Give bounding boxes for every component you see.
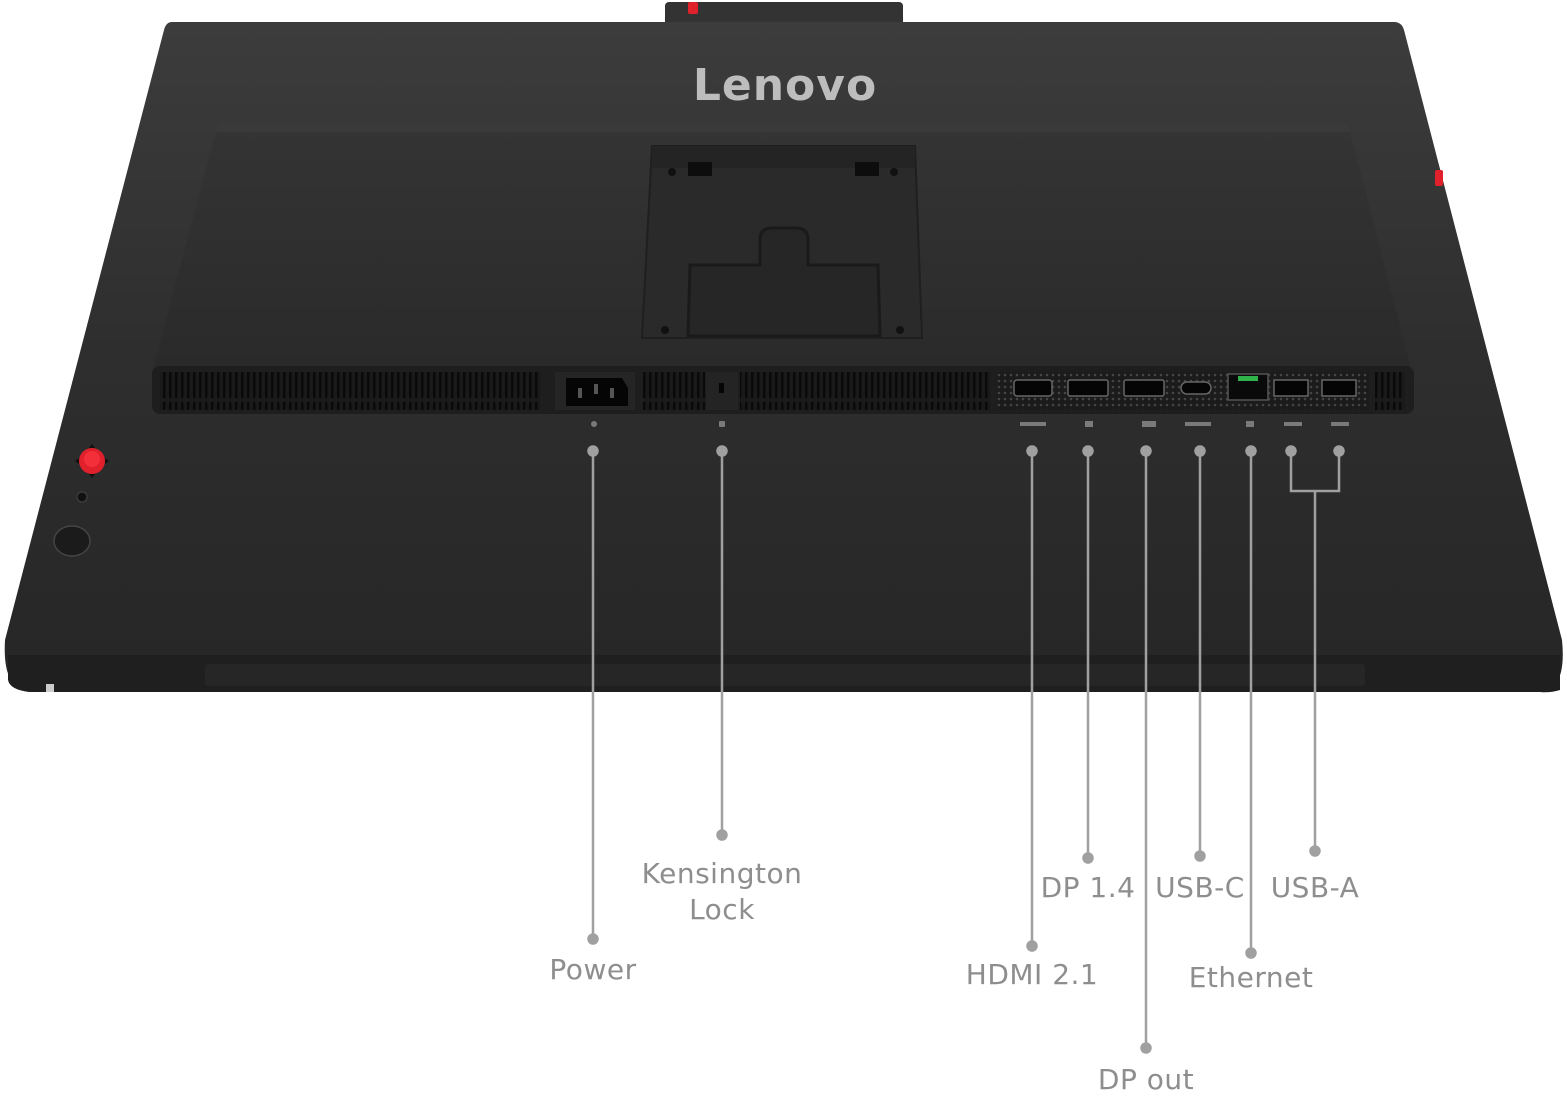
side-red-button	[1435, 170, 1443, 186]
label-power: Power	[549, 953, 637, 986]
lock-symbol-icon	[719, 421, 725, 427]
label-hdmi: HDMI 2.1	[965, 958, 1099, 991]
label-kensington-line1: Kensington	[641, 857, 803, 890]
displayport-out-logo-icon	[1142, 421, 1156, 427]
port-icon-marks	[591, 421, 1349, 427]
top-tab-red-marker	[688, 2, 698, 14]
label-dp14: DP 1.4	[1040, 871, 1136, 904]
usb-c-port	[1180, 381, 1212, 395]
hdmi-logo-icon	[1020, 422, 1046, 426]
label-usb-a: USB-A	[1270, 871, 1360, 904]
power-symbol-icon	[591, 421, 597, 427]
power-button-icon	[53, 525, 91, 557]
leader-lines	[587, 445, 1345, 1054]
hdmi-port	[1013, 379, 1053, 397]
indicator-led-icon	[76, 491, 88, 503]
top-tab	[665, 2, 903, 26]
label-usb-c: USB-C	[1155, 871, 1245, 904]
dp-out-port	[1123, 379, 1165, 397]
usb-a-port-2	[1321, 379, 1357, 397]
label-kensington-line2: Lock	[689, 893, 755, 926]
dp14-port	[1067, 379, 1109, 397]
lenovo-logo: Lenovo	[692, 60, 878, 111]
network-logo-icon	[1246, 421, 1254, 427]
displayport-logo-icon	[1085, 421, 1093, 427]
usb-a-port-1	[1273, 379, 1309, 397]
usb-c-logo-icon	[1185, 422, 1211, 426]
usb-a-logo-icon-1	[1284, 422, 1302, 426]
label-dp-out: DP out	[1097, 1063, 1195, 1096]
usb-a-logo-icon-2	[1331, 422, 1349, 426]
label-ethernet: Ethernet	[1188, 961, 1314, 994]
